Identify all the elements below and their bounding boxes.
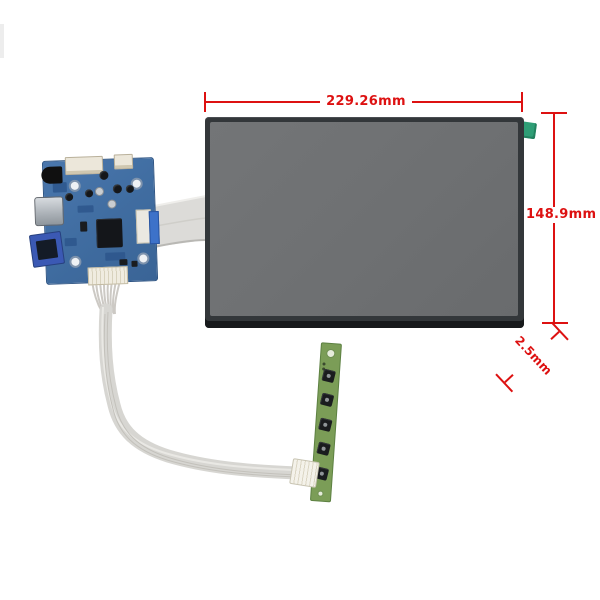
- menu-button-2: [319, 392, 335, 408]
- button-plunger: [324, 397, 330, 403]
- aux-connector: [113, 153, 134, 170]
- lcd-panel: [205, 117, 524, 328]
- mounting-hole: [325, 348, 336, 359]
- smd-component: [131, 260, 138, 267]
- lvds-ribbon-cable: [153, 195, 207, 248]
- button-plunger: [319, 471, 325, 477]
- backlight-connector: [64, 155, 104, 176]
- dim-line: [504, 374, 514, 383]
- smd-component: [80, 221, 88, 232]
- ffc-connector-tab: [148, 210, 160, 245]
- height-dimension-label: 148.9mm: [526, 207, 597, 223]
- vga-pin-field: [35, 238, 59, 261]
- via-dot: [322, 362, 326, 366]
- lcd-screen: [210, 122, 518, 316]
- thickness-dimension-label: 2.5mm: [512, 333, 555, 378]
- pcb-trace-patch: [64, 237, 77, 247]
- menu-button-1: [321, 368, 336, 384]
- hdmi-port: [34, 196, 65, 227]
- cable-end-connector: [289, 458, 320, 488]
- via-dot: [317, 490, 324, 497]
- audio-jack: [41, 166, 63, 185]
- width-dimension-label: 229.26mm: [320, 94, 412, 110]
- keypad-cable-connector: [87, 266, 129, 286]
- controller-board: [28, 153, 160, 286]
- dim-line: [550, 331, 560, 340]
- menu-button-3: [318, 417, 333, 433]
- button-plunger: [322, 422, 328, 428]
- menu-button-4: [316, 441, 331, 456]
- dim-tick: [542, 322, 568, 324]
- vga-port: [28, 230, 66, 268]
- pcb-trace-patch: [52, 182, 67, 193]
- button-plunger: [326, 373, 332, 379]
- button-plunger: [321, 446, 327, 452]
- left-edge-artifact: [0, 24, 4, 58]
- smd-component: [119, 259, 128, 266]
- pcb-trace-patch: [77, 205, 94, 213]
- keypad-cable: [98, 303, 305, 480]
- main-chip: [95, 218, 123, 249]
